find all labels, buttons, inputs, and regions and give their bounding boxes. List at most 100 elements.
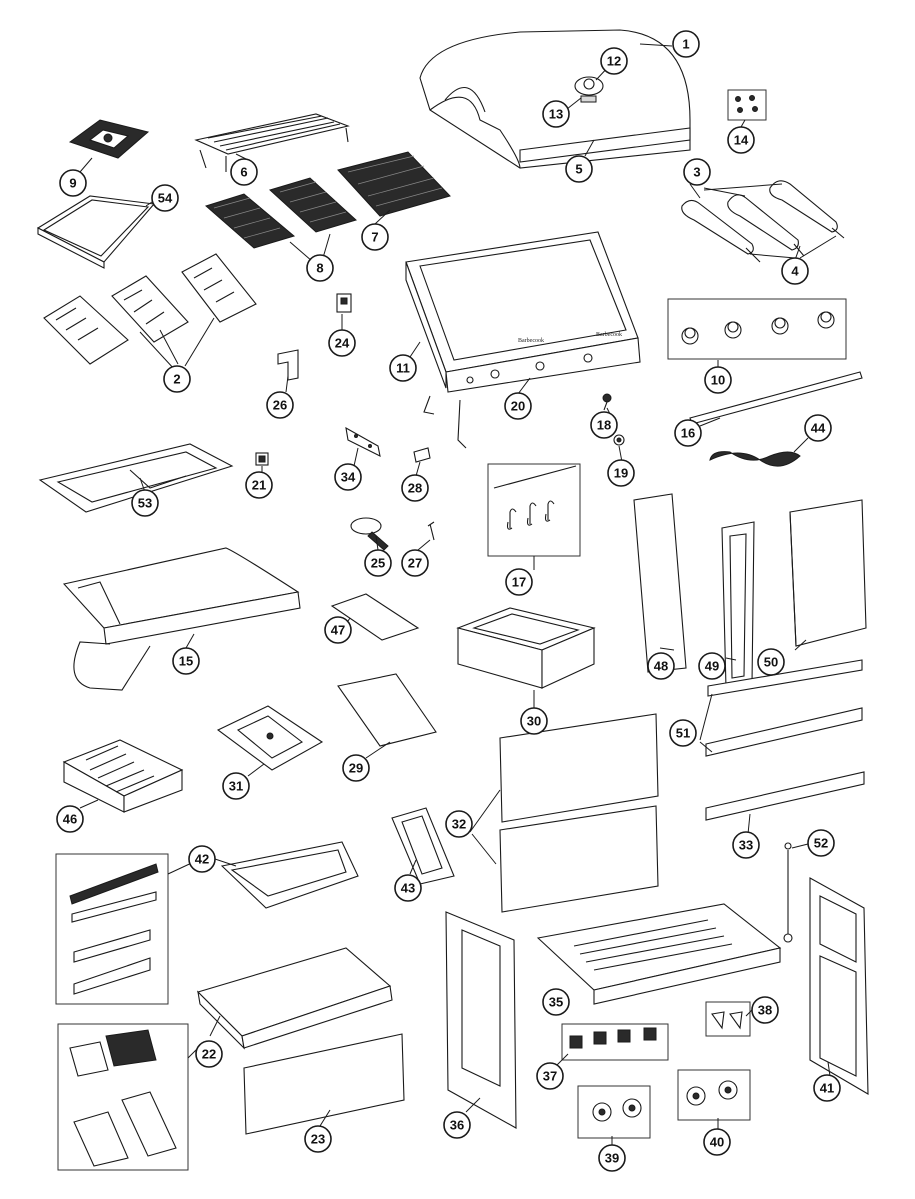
callout-5: 5 (565, 155, 593, 183)
part-gas-hose (709, 451, 801, 467)
part-side-burner-grate (68, 119, 150, 159)
callout-22: 22 (195, 1040, 223, 1068)
svg-text:21: 21 (252, 478, 266, 493)
part-burners (681, 180, 845, 263)
callout-14: 14 (727, 126, 755, 154)
svg-text:3: 3 (693, 165, 700, 180)
callout-13: 13 (542, 100, 570, 128)
callout-33: 33 (732, 831, 760, 859)
svg-text:52: 52 (814, 836, 828, 851)
callout-20: 20 (504, 392, 532, 420)
part-cover-29 (337, 673, 437, 747)
brand-mark-panel: Barbecook (596, 332, 622, 338)
svg-text:8: 8 (316, 261, 323, 276)
svg-text:54: 54 (158, 191, 173, 206)
svg-text:27: 27 (408, 556, 422, 571)
svg-text:41: 41 (820, 1081, 834, 1096)
svg-text:14: 14 (734, 133, 749, 148)
part-drip-tray (38, 443, 234, 513)
callout-50: 50 (757, 648, 785, 676)
svg-text:13: 13 (549, 107, 563, 122)
svg-text:46: 46 (63, 812, 77, 827)
part-igniter-27 (427, 521, 435, 541)
callout-31: 31 (222, 772, 250, 800)
part-vent-46 (62, 739, 184, 813)
part-casters-40 (677, 1069, 751, 1121)
callout-53: 53 (131, 489, 159, 517)
svg-text:47: 47 (331, 623, 345, 638)
svg-text:38: 38 (758, 1003, 772, 1018)
svg-text:53: 53 (138, 496, 152, 511)
callout-49: 49 (698, 652, 726, 680)
callout-27: 27 (401, 549, 429, 577)
part-bracket-34 (345, 426, 381, 457)
callout-12: 12 (600, 47, 628, 75)
svg-text:40: 40 (710, 1135, 724, 1150)
svg-text:29: 29 (349, 761, 363, 776)
brand-mark-firebox: Barbecook (518, 338, 544, 344)
svg-text:50: 50 (764, 655, 778, 670)
callout-19: 19 (607, 459, 635, 487)
part-hardware-screws (727, 89, 767, 121)
svg-text:35: 35 (549, 995, 563, 1010)
part-cart-side-41 (809, 877, 869, 1095)
part-frame-43 (391, 807, 455, 885)
svg-text:19: 19 (614, 466, 628, 481)
callout-21: 21 (245, 471, 273, 499)
callout-3: 3 (683, 158, 711, 186)
svg-text:10: 10 (711, 373, 725, 388)
svg-text:9: 9 (69, 176, 76, 191)
svg-text:33: 33 (739, 838, 753, 853)
part-bottom-shelf (536, 903, 782, 1005)
part-feet-37 (561, 1023, 669, 1061)
callout-26: 26 (266, 391, 294, 419)
svg-text:25: 25 (371, 556, 385, 571)
svg-text:15: 15 (179, 654, 193, 669)
callout-43: 43 (394, 874, 422, 902)
callout-24: 24 (328, 329, 356, 357)
callout-7: 7 (361, 223, 389, 251)
svg-text:30: 30 (527, 714, 541, 729)
svg-text:28: 28 (408, 481, 422, 496)
svg-text:18: 18 (597, 418, 611, 433)
callout-36: 36 (443, 1111, 471, 1139)
callout-44: 44 (804, 414, 832, 442)
part-side-panels (633, 493, 867, 689)
svg-text:44: 44 (811, 421, 826, 436)
svg-text:36: 36 (450, 1118, 464, 1133)
part-warming-rack (194, 113, 350, 172)
callout-17: 17 (505, 568, 533, 596)
part-doors (499, 713, 659, 913)
part-clip-28 (413, 447, 431, 463)
svg-text:37: 37 (543, 1069, 557, 1084)
part-firebox (405, 231, 641, 449)
part-bracket-26 (277, 349, 299, 381)
svg-text:51: 51 (676, 726, 690, 741)
callout-48: 48 (647, 652, 675, 680)
part-rails (705, 659, 865, 821)
part-casters-39 (577, 1085, 651, 1139)
svg-text:17: 17 (512, 575, 526, 590)
svg-text:20: 20 (511, 399, 525, 414)
svg-text:31: 31 (229, 779, 243, 794)
part-cart-side-36 (445, 911, 517, 1129)
callout-30: 30 (520, 707, 548, 735)
callout-38: 38 (751, 996, 779, 1024)
svg-text:42: 42 (195, 852, 209, 867)
svg-text:16: 16 (681, 426, 695, 441)
part-side-burner (350, 517, 389, 551)
svg-text:39: 39 (605, 1151, 619, 1166)
part-heat-shield (330, 593, 420, 641)
callout-41: 41 (813, 1074, 841, 1102)
callout-16: 16 (674, 419, 702, 447)
part-hooks-kit (487, 463, 581, 557)
part-igniter (336, 293, 352, 313)
callout-40: 40 (703, 1128, 731, 1156)
svg-text:1: 1 (682, 37, 689, 52)
callout-15: 15 (172, 647, 200, 675)
part-drawer-42 (55, 841, 359, 1005)
svg-text:7: 7 (371, 230, 378, 245)
part-flame-tamers (43, 253, 257, 365)
